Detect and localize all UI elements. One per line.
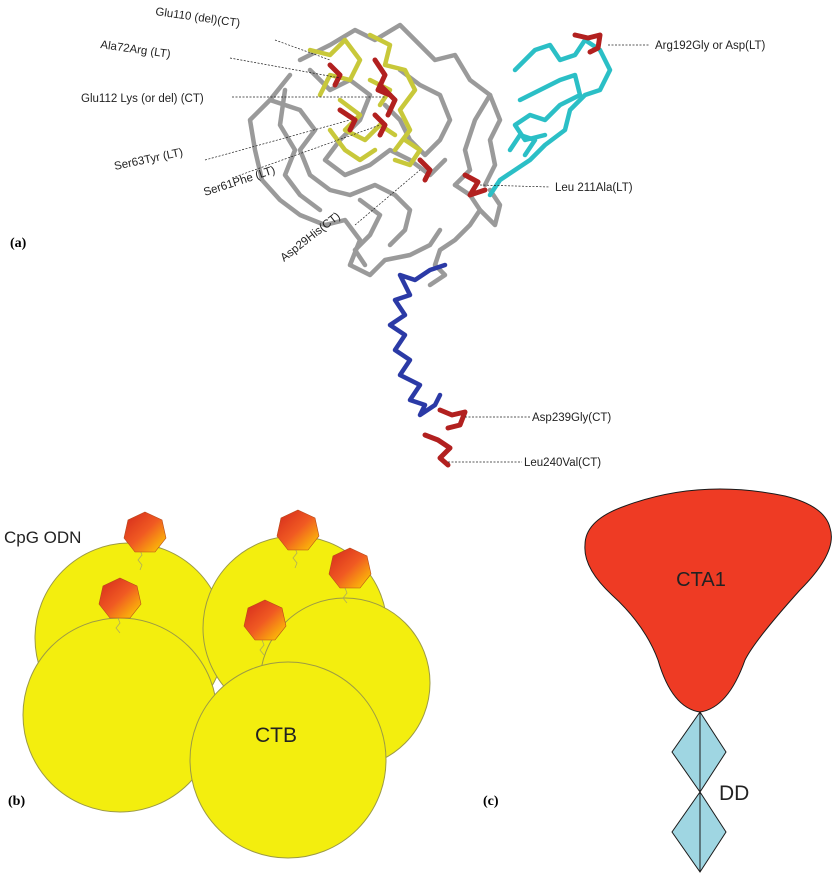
panel-c: CTA1 DD (c) xyxy=(483,488,832,873)
label-leu211: Leu 211Ala(LT) xyxy=(555,182,633,194)
cpg-odn-1 xyxy=(123,511,167,553)
blue-region xyxy=(387,262,448,418)
cpg-linkers xyxy=(115,547,348,656)
panel-b: CpG ODN CTB (b) xyxy=(4,509,431,859)
mutation-sites xyxy=(327,32,603,468)
label-ala72: Ala72Arg (LT) xyxy=(100,39,172,61)
panel-a: (a) xyxy=(10,6,766,469)
cyan-region xyxy=(487,37,613,198)
panel-c-label: (c) xyxy=(483,794,499,809)
label-glu112: Glu112 Lys (or del) (CT) xyxy=(81,93,204,105)
cpg-odn-label: CpG ODN xyxy=(4,528,81,547)
dd-label: DD xyxy=(719,782,749,805)
label-leu240: Leu240Val(CT) xyxy=(524,457,601,469)
cta1-domain xyxy=(584,488,832,713)
cpg-odn-group xyxy=(98,509,372,641)
label-ser63: Ser63Tyr (LT) xyxy=(113,147,184,173)
ctb-subunit-front xyxy=(189,661,387,859)
ctb-pentamer xyxy=(22,535,431,859)
leader-lines xyxy=(204,39,650,463)
mutation-labels: Glu110 (del)(CT) Ala72Arg (LT) Glu112 Ly… xyxy=(81,6,766,469)
cpg-odn-2 xyxy=(276,509,320,551)
ctb-subunit-front-left xyxy=(22,617,218,813)
dd-segment-upper xyxy=(671,711,727,793)
label-asp239: Asp239Gly(CT) xyxy=(532,412,611,424)
dd-segment-lower xyxy=(671,791,727,873)
ctb-label: CTB xyxy=(255,724,297,747)
yellow-region xyxy=(307,32,423,168)
panel-b-label: (b) xyxy=(8,794,25,809)
label-arg192: Arg192Gly or Asp(LT) xyxy=(655,40,766,52)
label-glu110: Glu110 (del)(CT) xyxy=(155,6,241,30)
panel-a-label: (a) xyxy=(10,236,27,251)
cta1-label: CTA1 xyxy=(676,569,726,591)
cpg-odn-5 xyxy=(243,599,287,641)
cpg-odn-4 xyxy=(98,577,142,619)
cpg-odn-3 xyxy=(328,547,372,589)
